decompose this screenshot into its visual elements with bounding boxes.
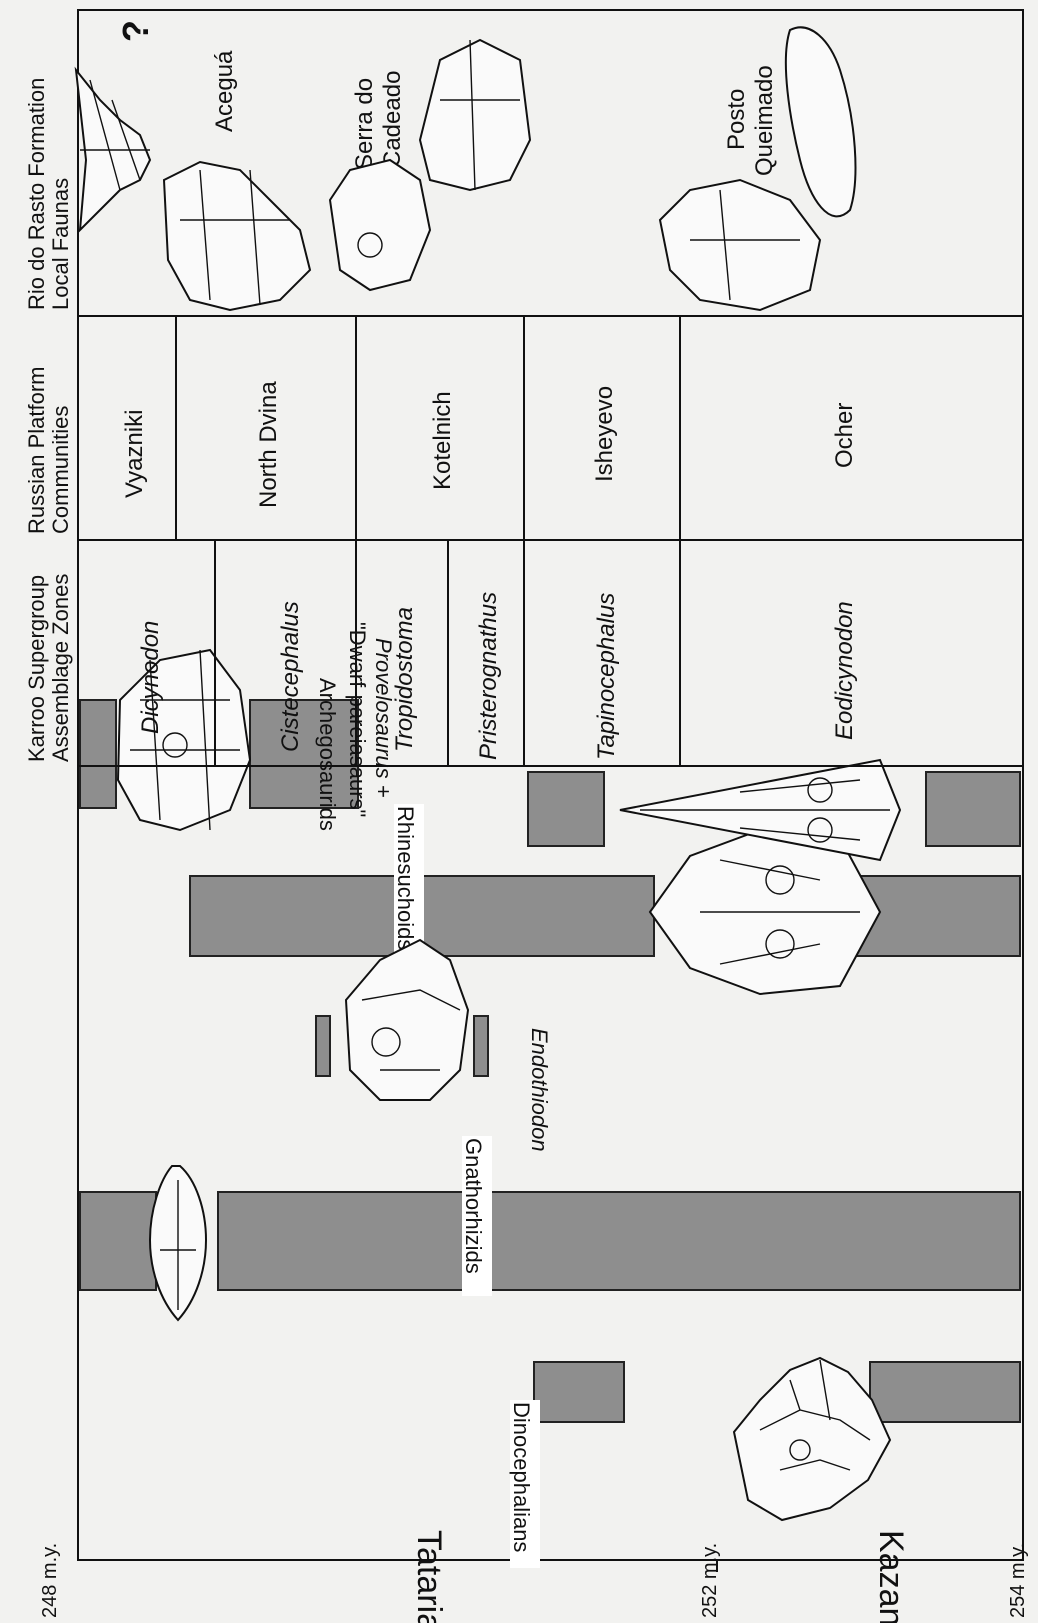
header-russian-1: Russian Platform: [24, 366, 49, 534]
bar-gnathorhizids-b: [218, 1192, 1020, 1290]
acegua-archegosaurid-skull-icon: [76, 70, 150, 230]
community-isheyevo: Isheyevo: [591, 386, 618, 482]
posto-dinocephalian-skull-icon: [660, 180, 820, 310]
fauna-serra-2: Cadeado: [379, 71, 406, 168]
zone-pristerognathus: Pristerognathus: [475, 592, 502, 760]
bar-gnathorhizids-a: [80, 1192, 156, 1290]
bar-archegosaurids-a: [528, 772, 604, 846]
taxon-rhinesuchoids: Rhinesuchoids: [393, 806, 418, 950]
bar-dinocephalians-a: [534, 1362, 624, 1422]
endothiodon-skull-icon: [346, 940, 468, 1100]
zone-tapinocephalus: Tapinocephalus: [593, 593, 620, 760]
bar-archegosaurids-b: [926, 772, 1020, 846]
zone-cistecephalus: Cistecephalus: [277, 601, 304, 752]
posto-lungfish-icon: [786, 27, 856, 216]
bar-dinocephalians-b: [870, 1362, 1020, 1422]
lungfish-icon: [150, 1166, 206, 1320]
header-rio-2: Local Faunas: [48, 178, 73, 310]
stage-kazanian: Kazanian: [872, 1530, 910, 1623]
community-north-dvina: North Dvina: [255, 381, 282, 508]
fauna-posto-2: Queimado: [751, 65, 778, 176]
tick-252: 252 m.y.: [699, 1543, 721, 1618]
bar-endothiodon-b: [474, 1016, 488, 1076]
taxon-dwarf-pareiasaurs: "Dwarf-pareiasaurs": [345, 622, 370, 817]
dinocephalian-skull-icon: [734, 1358, 890, 1520]
tick-248: 248 m.y.: [39, 1543, 61, 1618]
community-ocher: Ocher: [831, 403, 858, 468]
community-vyazniki: Vyazniki: [121, 410, 148, 498]
bar-pareiasaurs-b: [250, 700, 358, 808]
taxon-gnathorhizids: Gnathorhizids: [461, 1138, 486, 1274]
fauna-serra-1: Serra do: [351, 78, 378, 170]
taxon-archegosaurids: Archegosaurids: [315, 678, 340, 831]
serra-endothiodon-skull-icon: [330, 160, 430, 290]
fauna-acegua-question: ?: [115, 20, 156, 42]
zone-tropidostoma: Tropidostoma: [391, 607, 418, 752]
rhinesuchoid-skull-icon: [650, 830, 880, 994]
header-russian-2: Communities: [48, 406, 73, 534]
fauna-posto-1: Posto: [723, 89, 750, 150]
zone-eodicynodon: Eodicynodon: [831, 601, 858, 740]
zone-dicynodon: Dicynodon: [137, 621, 164, 734]
header-karroo-1: Karroo Supergroup: [24, 575, 49, 762]
acegua-pareiasaur-skull-icon: [164, 162, 310, 310]
header-karroo-2: Assemblage Zones: [48, 574, 73, 762]
fauna-acegua: Aceguá: [211, 50, 238, 132]
taxon-endothiodon: Endothiodon: [527, 1028, 552, 1152]
community-kotelnich: Kotelnich: [429, 391, 456, 490]
bar-endothiodon-a: [316, 1016, 330, 1076]
taxon-dinocephalians: Dinocephalians: [509, 1402, 534, 1552]
stage-tatarian: Tatarian: [410, 1530, 448, 1623]
bar-pareiasaurs-a: [80, 700, 116, 808]
tick-254: 254 m.y.: [1007, 1543, 1029, 1618]
serra-rhinesuchoid-skull-icon: [420, 40, 530, 190]
header-rio-1: Rio do Rasto Formation: [24, 78, 49, 310]
